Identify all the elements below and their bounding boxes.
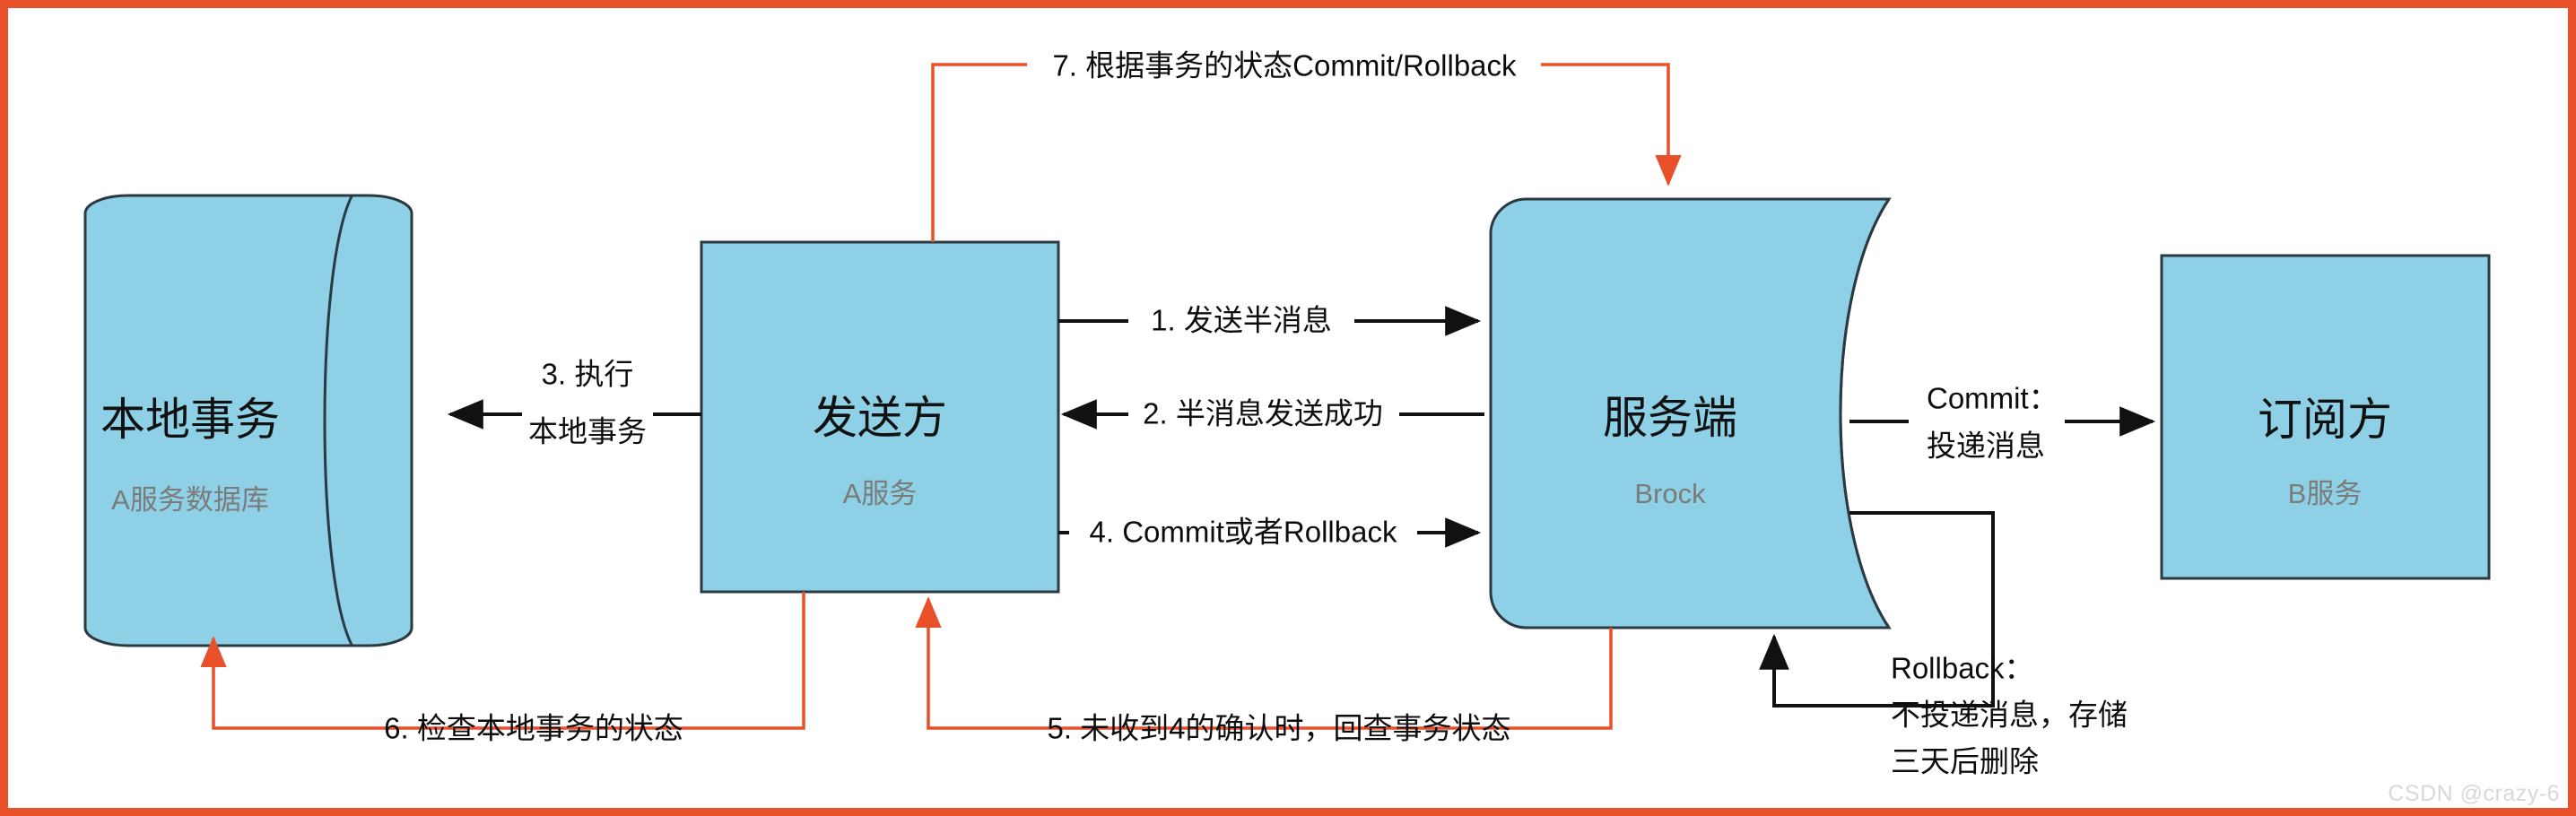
subscriber-box: [2160, 254, 2491, 580]
edge-rollback-label-line2: 不投递消息，存储: [1891, 699, 2128, 732]
edge-3-label-line1: 3. 执行: [542, 358, 634, 391]
edge-commit-label-line2: 投递消息: [1927, 430, 2045, 463]
edge-7-path: [931, 63, 1027, 242]
node-subscriber[interactable]: 订阅方 B服务: [2160, 254, 2491, 580]
node-title: 本地事务: [100, 395, 280, 445]
edge-1-label: 1. 发送半消息: [1151, 304, 1332, 337]
edge-6-check-local-transaction-state[interactable]: 6. 检查本地事务的状态: [200, 592, 805, 745]
edge-rollback-label-line3: 三天后删除: [1891, 745, 2039, 778]
edge-rollback-no-deliver[interactable]: Rollback： 不投递消息，存储 三天后删除: [1759, 511, 2128, 778]
node-sender[interactable]: 发送方 A服务: [700, 240, 1060, 594]
edge-commit-deliver-message[interactable]: Commit： 投递消息: [1849, 382, 2156, 463]
node-title: 发送方: [813, 393, 947, 443]
edge-6-path: [200, 592, 805, 730]
edge-4-commit-or-rollback[interactable]: 4. Commit或者Rollback: [1058, 516, 1482, 549]
node-subtitle: B服务: [2288, 478, 2363, 509]
edge-1-send-half-message[interactable]: 1. 发送半消息: [1058, 304, 1482, 337]
edge-7-commit-rollback[interactable]: 7. 根据事务的状态Commit/Rollback: [931, 49, 1682, 242]
edge-2-label: 2. 半消息发送成功: [1143, 397, 1383, 430]
edge-5-query-transaction-state[interactable]: 5. 未收到4的确认时，回查事务状态: [915, 596, 1613, 745]
edge-3-execute-local-transaction[interactable]: 3. 执行 本地事务: [447, 358, 701, 448]
edge-5-label: 5. 未收到4的确认时，回查事务状态: [1047, 712, 1510, 745]
edge-7-label: 7. 根据事务的状态Commit/Rollback: [1052, 49, 1517, 82]
sender-box: [700, 240, 1060, 594]
node-title: 订阅方: [2258, 395, 2392, 445]
node-server[interactable]: 服务端 Brock: [1489, 197, 1892, 629]
edge-6-label: 6. 检查本地事务的状态: [384, 712, 683, 745]
edge-commit-label-line1: Commit：: [1927, 382, 2058, 415]
node-subtitle: A服务数据库: [111, 484, 269, 516]
edge-rollback-path: [1759, 511, 1995, 707]
node-title: 服务端: [1603, 393, 1737, 443]
edge-3-label-line2: 本地事务: [528, 415, 647, 448]
watermark: CSDN @crazy-6: [2388, 781, 2560, 806]
edge-2-half-message-success[interactable]: 2. 半消息发送成功: [1060, 397, 1484, 430]
edge-5-path: [915, 596, 1613, 730]
edge-rollback-label-line1: Rollback：: [1891, 652, 2034, 685]
node-subtitle: Brock: [1634, 478, 1706, 509]
cylinder-side-curve: [323, 195, 353, 646]
node-subtitle: A服务: [843, 478, 918, 509]
server-right-curve: [1839, 198, 1891, 629]
node-local-transaction[interactable]: 本地事务 A服务数据库: [83, 194, 413, 647]
edge-7-path-right: [1541, 63, 1682, 187]
edge-4-label: 4. Commit或者Rollback: [1090, 516, 1397, 549]
